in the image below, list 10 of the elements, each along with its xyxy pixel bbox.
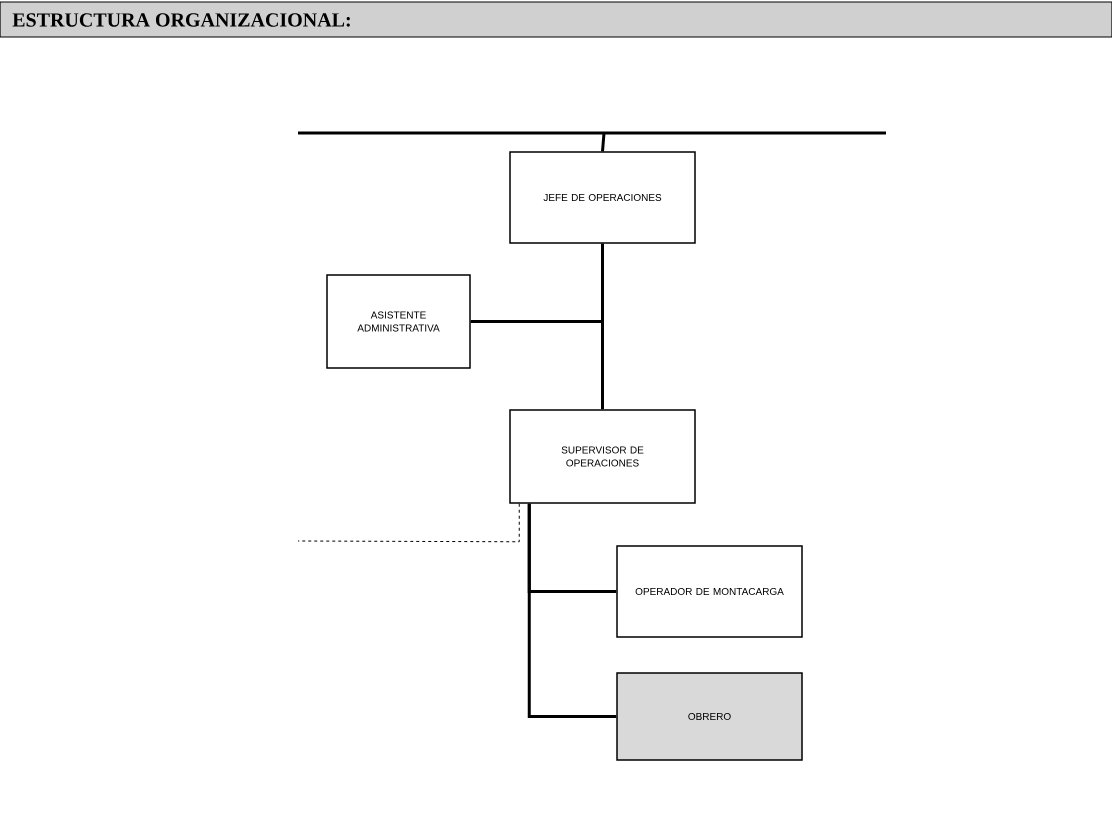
position-box: SUPERVISOR DE OPERACIONES [509, 409, 696, 504]
connector-line [296, 131, 888, 153]
position-box: OPERADOR DE MONTACARGA [616, 545, 803, 638]
title-bar: ESTRUCTURA ORGANIZACIONAL: [0, 1, 1112, 38]
connector-line [601, 243, 604, 410]
connector-line [527, 503, 617, 718]
connector-line [297, 503, 520, 543]
position-box: OBRERO [616, 672, 803, 761]
position-box: ASISTENTE ADMINISTRATIVA [326, 274, 471, 369]
position-box: JEFE DE OPERACIONES [509, 151, 696, 244]
